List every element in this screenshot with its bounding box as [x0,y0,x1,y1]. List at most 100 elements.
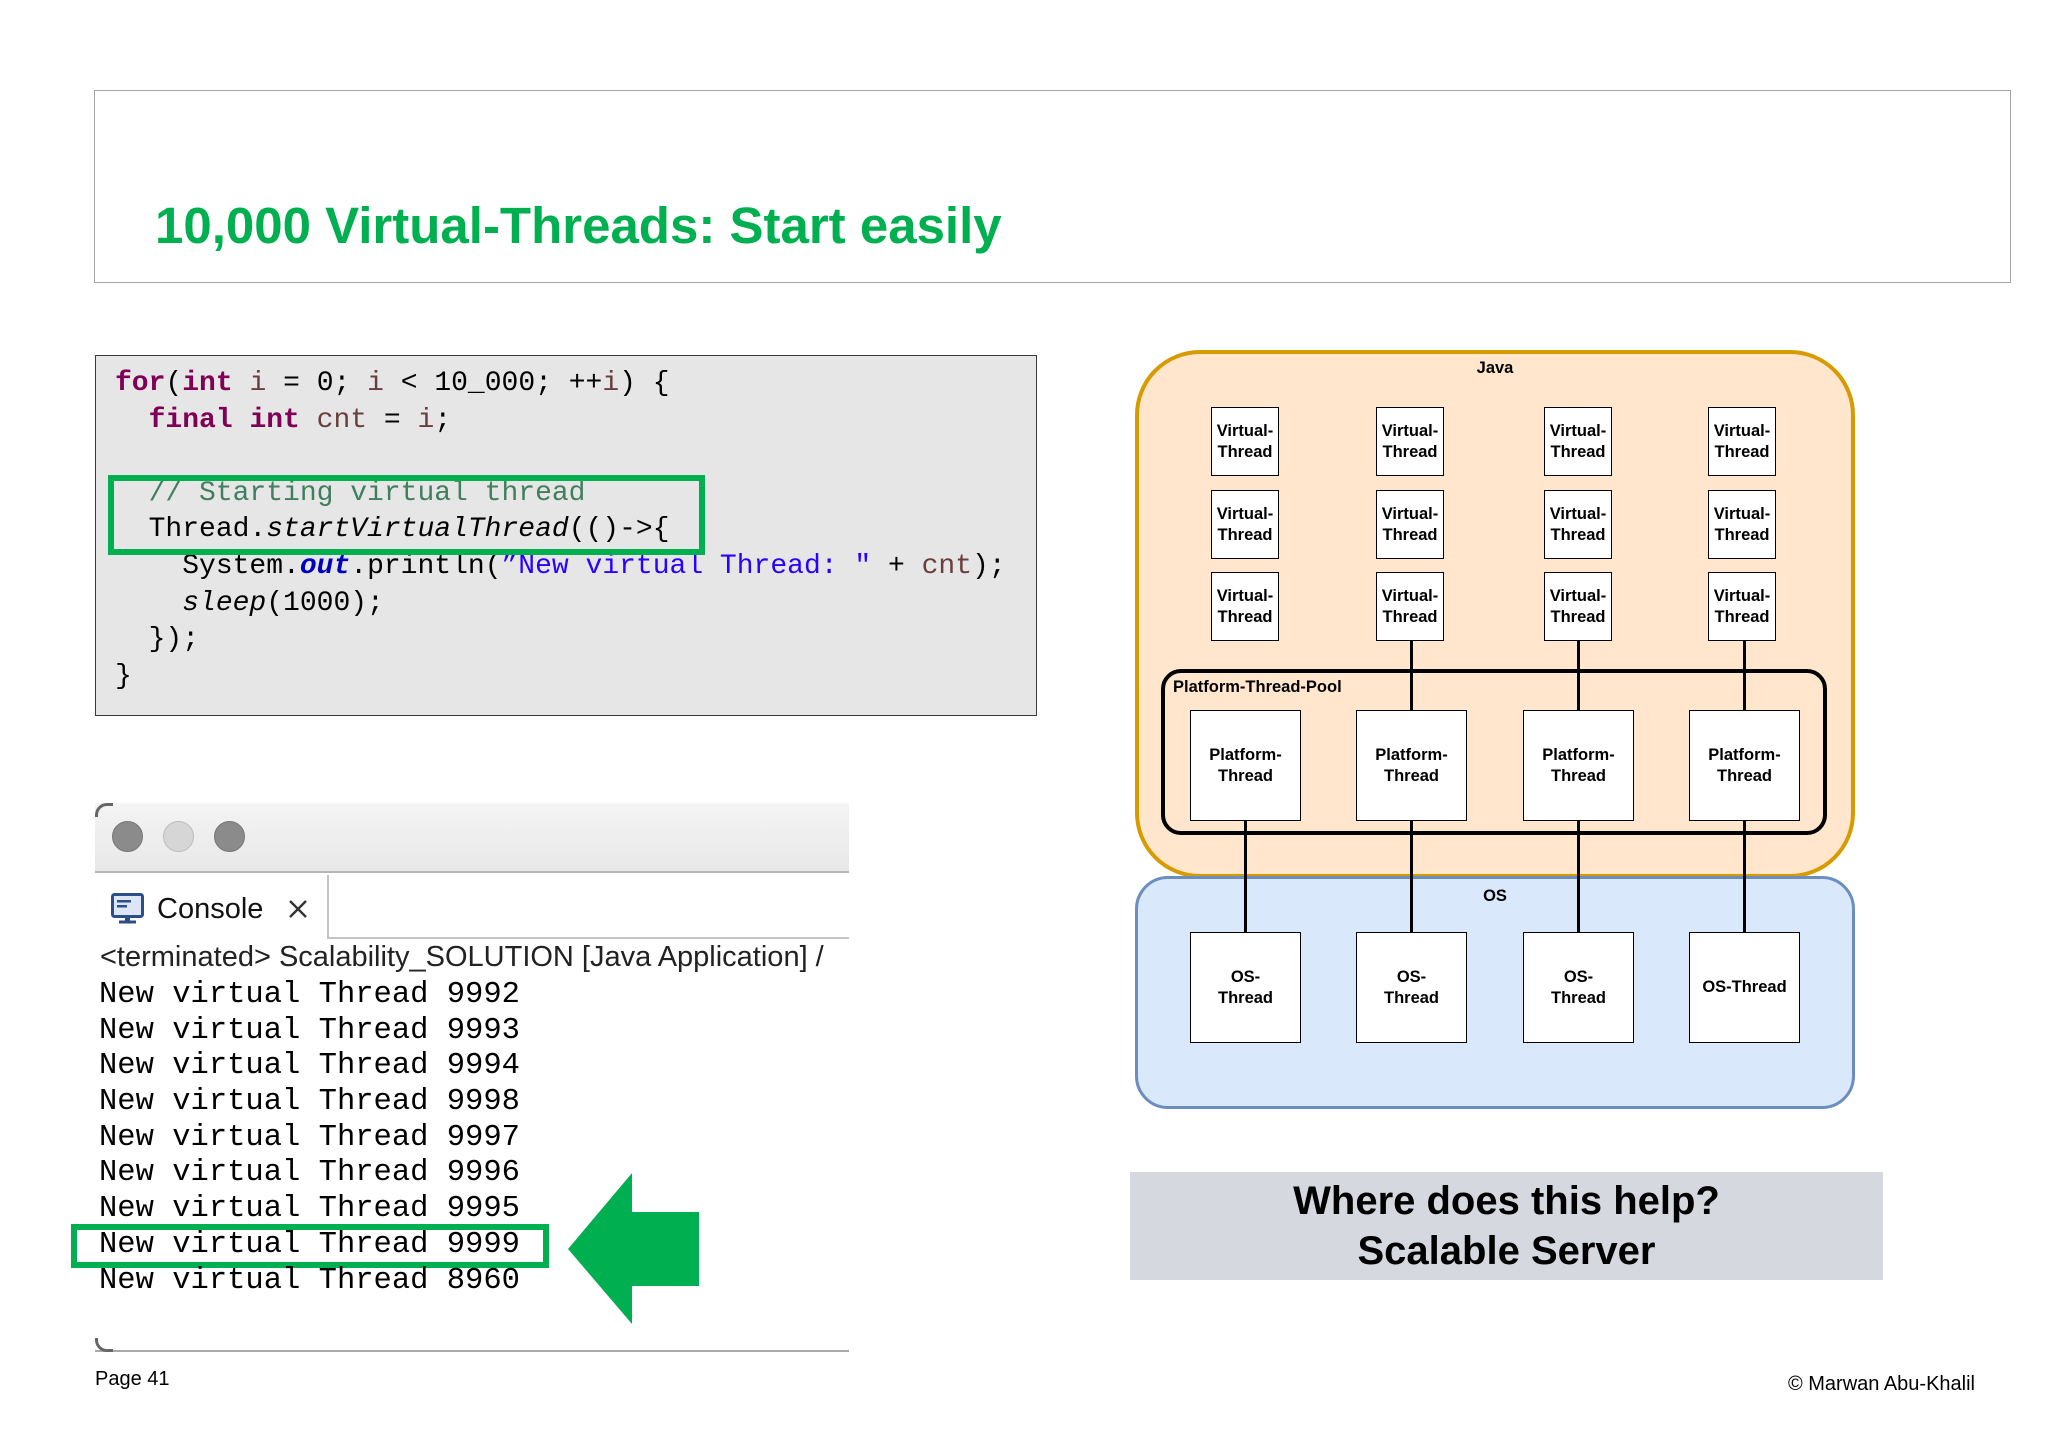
code-token: ; [434,404,452,436]
left-arrow-icon [568,1173,699,1324]
virtual-thread-box-label: Thread [1714,607,1770,626]
os-thread-box: OS-Thread [1190,932,1301,1043]
code-token: // Starting virtual thread [148,477,586,509]
virtual-thread-box: Virtual- Thread [1376,407,1444,476]
code-token: (()->{ [568,514,670,546]
platform-thread-box-label: Thread [1716,766,1772,785]
title-box [94,90,2011,283]
code-token: < 10_000; ++ [383,368,603,399]
platform-thread-box-label: Platform- [1708,745,1781,764]
code-token: System. [115,550,300,582]
console-icon [111,893,144,924]
code-block [95,355,1037,716]
code-token [115,588,182,619]
code-line: System.out.println(”New virtual Thread: … [115,549,1006,586]
code-token: Thread. [115,514,267,546]
virtual-thread-box-label: Virtual- [1381,504,1439,523]
os-thread-box-label: OS-Thread [1702,978,1787,996]
code-token: .println( [350,550,502,582]
virtual-thread-box-label: Virtual- [1713,504,1771,523]
virtual-thread-box-label: Thread [1382,442,1438,461]
code-token: + [871,550,922,582]
close-icon[interactable] [287,898,309,920]
code-token: ); [972,550,1006,582]
virtual-thread-box-label: Virtual- [1216,421,1274,440]
window-corner-bottom [95,1338,113,1352]
code-highlight-box [108,475,705,555]
code-token [115,405,149,436]
code-token: }); [115,624,200,656]
virtual-thread-box: Virtual- Thread [1376,572,1444,641]
code-token: ”New virtual Thread: " [501,550,872,582]
slide-title: 10,000 Virtual-Threads: Start easily [155,197,1002,254]
virtual-thread-box-label: Thread [1550,442,1606,461]
os-thread-box-label: OS- [1230,967,1261,986]
virtual-thread-box: Virtual- Thread [1708,490,1776,559]
virtual-thread-box-label: Thread [1382,525,1438,544]
code-token: cnt [316,404,368,436]
virtual-thread-box-label: Thread [1217,607,1273,626]
virtual-thread-box-label: Virtual- [1216,504,1274,523]
virtual-thread-box-label: Thread [1217,442,1273,461]
code-token: int [182,368,233,399]
callout-line-1: Where does this help? [1293,1179,1720,1223]
window-close-dot[interactable] [112,821,143,852]
code-token: ( [165,368,183,399]
connector-lines [1244,641,1746,932]
java-label: Java [1476,359,1514,377]
code-token: for [115,368,166,399]
platform-thread-box: Platform- Thread [1689,710,1800,821]
virtual-thread-box-label: Thread [1714,525,1770,544]
output-line: New virtual Thread 9997 [99,1120,520,1155]
platform-thread-box-label: Thread [1550,766,1606,785]
virtual-thread-box-label: Virtual- [1713,421,1771,440]
code-token [233,405,250,436]
callout-line-2: Scalable Server [1357,1229,1656,1273]
code-line: sleep(1000); [115,586,1006,623]
virtual-thread-box: Virtual- Thread [1544,490,1612,559]
virtual-thread-box-label: Virtual- [1713,586,1771,605]
virtual-thread-box: Virtual-Thread [1544,572,1612,641]
platform-thread-box-label: Platform- [1375,745,1448,764]
os-label: OS [1483,887,1507,905]
code-lines: for(int i = 0; i < 10_000; ++i) { final … [115,366,1006,695]
code-token: i [417,404,435,436]
code-line: }); [115,622,1006,659]
os-thread-box-label: Thread [1550,988,1606,1007]
platform-thread-pool-box [1161,669,1827,835]
code-token: i [249,368,267,399]
virtual-thread-box-label: Virtual- [1381,421,1439,440]
virtual-thread-box: Virtual-Thread [1211,572,1279,641]
code-token: cnt [921,550,973,582]
platform-thread-box-label: Thread [1383,766,1439,785]
output-line: New virtual Thread 9994 [99,1049,520,1084]
window-minimize-dot[interactable] [163,821,194,852]
code-token: sleep [182,587,267,619]
virtual-thread-box-label: Thread [1382,607,1438,626]
window-titlebar [95,803,849,873]
platform-thread-box: Platform- Thread [1356,710,1467,821]
output-line: New virtual Thread 9995 [99,1192,520,1227]
tab-divider [329,937,849,939]
code-token: = [367,404,418,436]
platform-thread-pool-label: Platform-Thread-Pool [1173,678,1342,696]
output-line: New virtual Thread 9993 [99,1013,520,1048]
virtual-thread-box-label: Thread [1550,525,1606,544]
virtual-thread-box-label: Virtual- [1549,504,1607,523]
virtual-thread-box: Virtual-Thread [1211,490,1279,559]
tab-console[interactable]: Console [95,875,329,939]
console-status: <terminated> Scalability_SOLUTION [Java … [100,942,824,973]
os-thread-box: OS-Thread [1689,932,1800,1043]
code-token: startVirtualThread [266,514,569,546]
highlighted-output-line: New virtual Thread 9999 [71,1223,549,1268]
callout-box: Where does this help? Scalable Server [1130,1172,1883,1280]
code-line: for(int i = 0; i < 10_000; ++i) { [115,366,1006,403]
output-line: New virtual Thread 9996 [99,1156,520,1191]
os-thread-box-label: OS- [1563,967,1594,986]
virtual-thread-box-label: Virtual- [1381,586,1439,605]
virtual-thread-box: Virtual- Thread [1708,572,1776,641]
window-maximize-dot[interactable] [214,821,245,852]
code-line: // Starting virtual thread [115,476,1006,513]
virtual-thread-box: Virtual- Thread [1211,407,1279,476]
